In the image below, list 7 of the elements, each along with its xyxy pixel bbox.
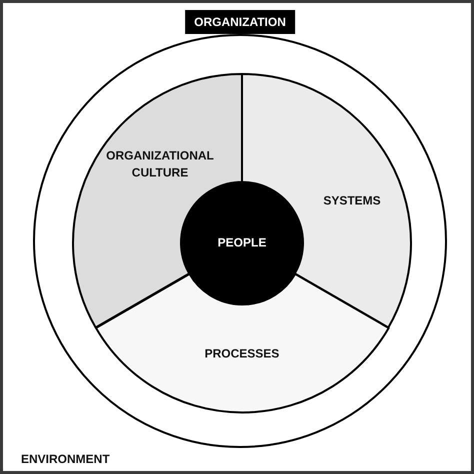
ring-segment bbox=[96, 274, 388, 412]
segment-label: PROCESSES bbox=[204, 345, 280, 362]
heading-label: ORGANIZATION bbox=[185, 10, 295, 34]
core-label: PEOPLE bbox=[218, 234, 266, 252]
segment-label: ORGANIZATIONAL CULTURE bbox=[105, 148, 215, 182]
segment-label: SYSTEMS bbox=[322, 192, 382, 210]
environment-label: ENVIRONMENT bbox=[21, 452, 110, 466]
